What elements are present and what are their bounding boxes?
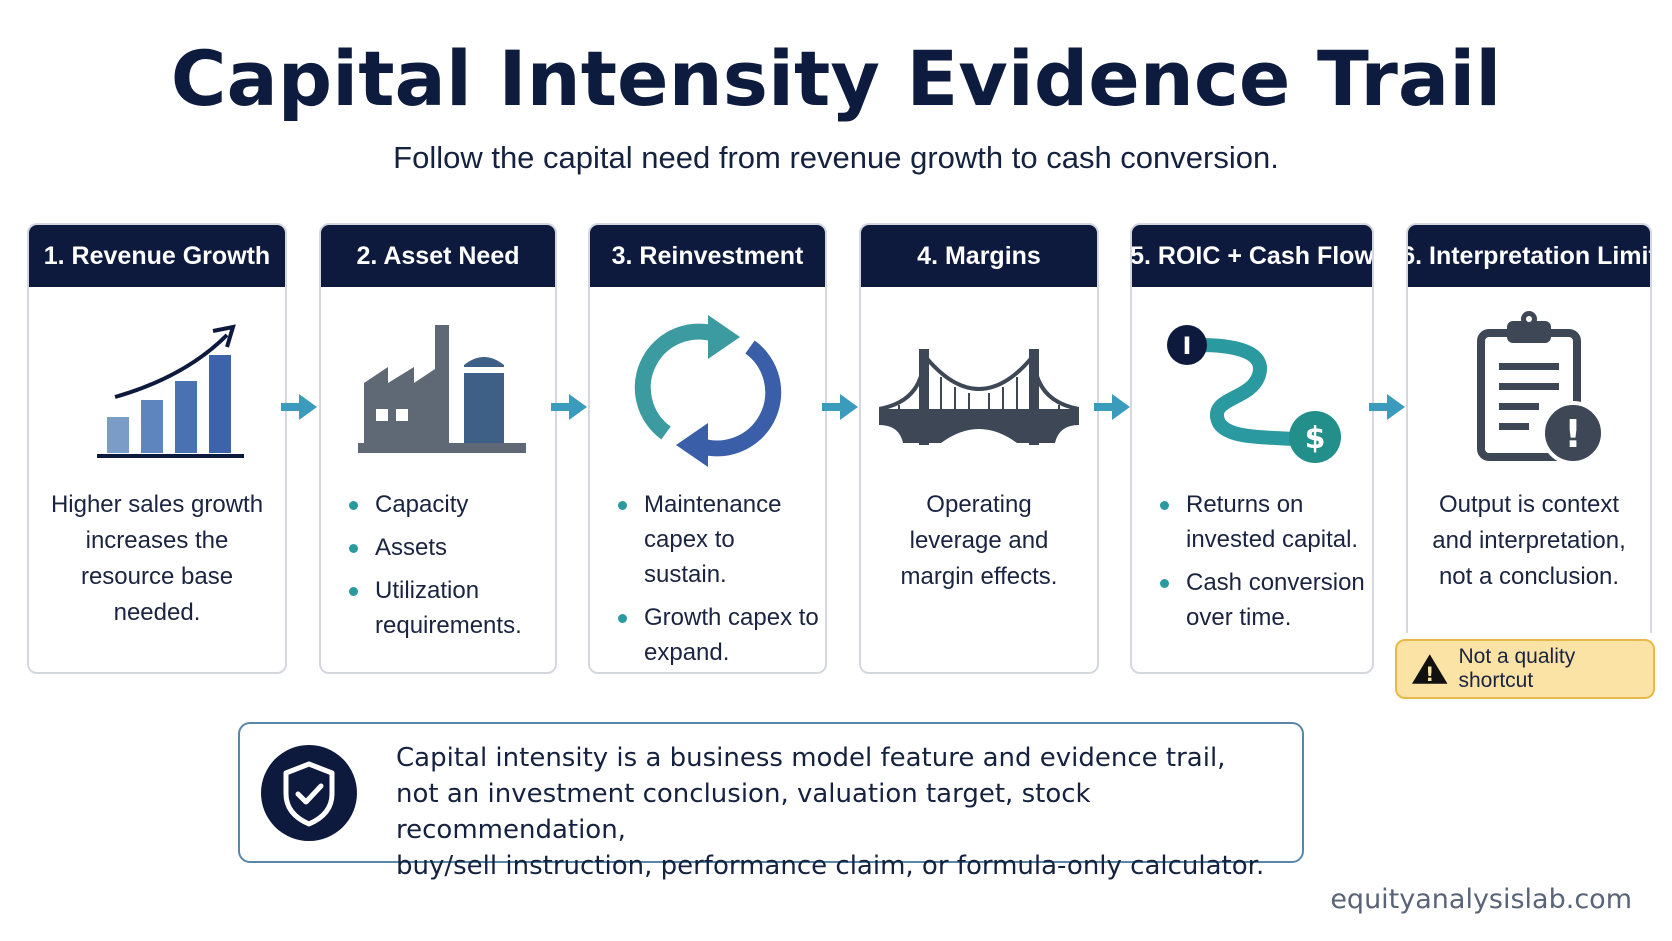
list-item: Growth capex to expand. [616, 600, 819, 670]
factory-icon [358, 325, 526, 453]
list-item: Returns on invested capital. [1158, 487, 1366, 557]
list-item: Capacity [347, 487, 549, 522]
step-bullet-list: Returns on invested capital. Cash conver… [1158, 487, 1366, 643]
cycle-arrows-icon [634, 315, 781, 467]
disclaimer-line: not an investment conclusion, valuation … [396, 779, 1091, 845]
dollar-icon: $ [1305, 421, 1326, 456]
step-title: 3. Reinvestment [590, 225, 825, 287]
list-item: Utilization requirements. [347, 573, 549, 643]
start-marker-label: I [1183, 332, 1192, 360]
step-title: 1. Revenue Growth [29, 225, 285, 287]
step-bullet-list: Maintenance capex to sustain. Growth cap… [616, 487, 819, 672]
alert-badge: ! [1564, 412, 1581, 456]
clipboard-alert-icon: ! [1477, 311, 1605, 465]
step-title: 5. ROIC + Cash Flow [1132, 225, 1372, 287]
footer-site-link[interactable]: equityanalysislab.com [1330, 884, 1632, 915]
warning-symbol: ! [1425, 663, 1434, 686]
step-card-reinvestment: 3. Reinvestment Maintenance capex to sus… [588, 223, 827, 674]
warning-badge: ! Not a quality shortcut [1395, 639, 1655, 699]
list-item: Maintenance capex to sustain. [616, 487, 819, 592]
bar-growth-chart-icon [97, 324, 244, 458]
arrow-right-icon [1369, 394, 1405, 420]
list-item: Cash conversion over time. [1158, 565, 1366, 635]
step-title: 2. Asset Need [321, 225, 555, 287]
path-to-dollar-icon: I $ [1167, 325, 1341, 463]
warning-text: Not a quality shortcut [1458, 645, 1576, 692]
disclaimer-text: Capital intensity is a business model fe… [396, 740, 1282, 884]
step-card-roic-cash-flow: 5. ROIC + Cash Flow I $ Returns on inves… [1130, 223, 1374, 674]
step-bullet-list: Capacity Assets Utilization requirements… [347, 487, 549, 651]
disclaimer-line: buy/sell instruction, performance claim,… [396, 851, 1265, 881]
disclaimer-line: Capital intensity is a business model fe… [396, 743, 1226, 773]
arrow-right-icon [281, 394, 317, 420]
step-title: 4. Margins [861, 225, 1097, 287]
step-description: Higher sales growth increases the resour… [50, 491, 264, 626]
arrow-right-icon [1094, 394, 1130, 420]
step-card-interpretation-limit: 6. Interpretation Limit ! Output is cont… [1406, 223, 1652, 633]
bridge-icon [879, 349, 1079, 445]
arrow-right-icon [822, 394, 858, 420]
step-description: Output is context and interpretation, no… [1432, 491, 1626, 590]
warning-triangle-icon: ! [1411, 654, 1448, 686]
step-card-asset-need: 2. Asset Need Capacity Assets Utilizatio… [319, 223, 557, 674]
step-card-revenue-growth: 1. Revenue Growth Higher sales growth in… [27, 223, 287, 674]
page-title: Capital Intensity Evidence Trail [170, 34, 1502, 123]
arrow-right-icon [551, 394, 587, 420]
shield-check-icon [261, 745, 357, 841]
step-card-margins: 4. Margins Operating leverage and margin… [859, 223, 1099, 674]
step-title: 6. Interpretation Limit [1408, 225, 1650, 287]
step-description: Operating leverage and margin effects. [900, 491, 1058, 590]
disclaimer-box: Capital intensity is a business model fe… [238, 722, 1304, 881]
page-subtitle: Follow the capital need from revenue gro… [393, 140, 1279, 175]
list-item: Assets [347, 530, 549, 565]
